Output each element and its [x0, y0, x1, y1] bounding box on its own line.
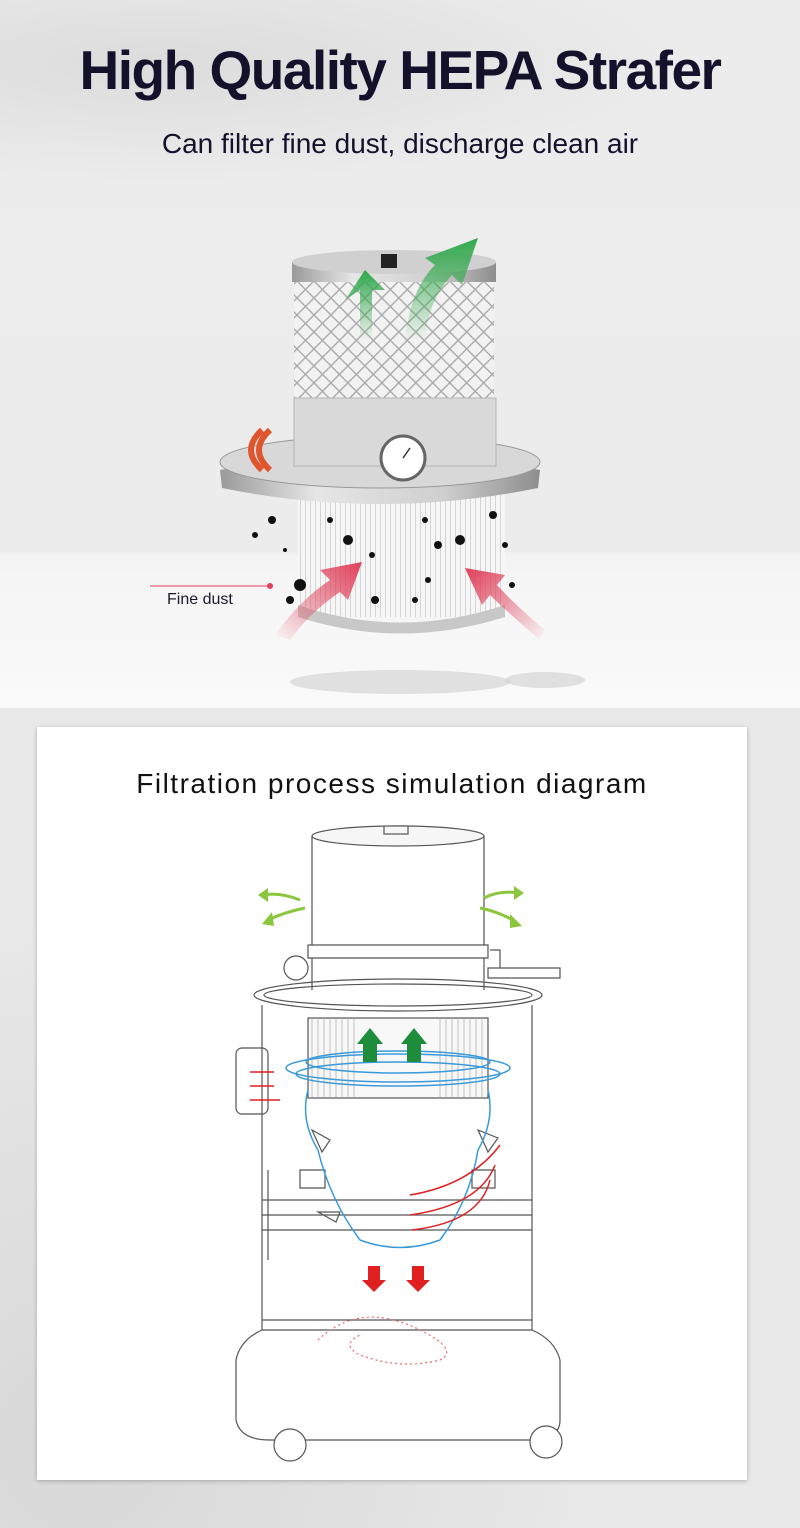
dust-inflow-arrow: [465, 568, 545, 640]
top-knob: [381, 254, 397, 268]
diagram-card: Filtration process simulation diagram: [37, 727, 747, 1480]
product-photo: Fine dust: [0, 206, 800, 708]
exhaust-arrows: [261, 890, 519, 924]
airflow-path: [285, 1050, 511, 1249]
page-title: High Quality HEPA Strafer: [79, 39, 722, 101]
header-section: High Quality HEPA Strafer Can filter fin…: [0, 0, 800, 206]
vacuum-filtration-diagram: [235, 825, 563, 1462]
clean-air-up-arrows: [357, 1028, 427, 1062]
clean-air-arrow: [345, 270, 385, 340]
dust-down-arrow: [362, 1266, 386, 1292]
diagram-title: Filtration process simulation diagram: [136, 768, 648, 799]
dust-down-arrow: [406, 1266, 430, 1292]
dust-particles: [252, 511, 515, 604]
diagram-section: Filtration process simulation diagram: [0, 708, 800, 1528]
settled-dust-swirl: [317, 1316, 448, 1365]
hose: [248, 427, 273, 473]
fine-dust-label: Fine dust: [167, 591, 233, 608]
hepa-filter-illustration: [150, 238, 585, 694]
intake-arrows: [250, 1071, 501, 1231]
clean-air-arrow: [405, 238, 478, 340]
page-subtitle: Can filter fine dust, discharge clean ai…: [161, 128, 639, 159]
dust-inflow-arrow: [275, 562, 362, 640]
upper-filter-mesh: [294, 280, 494, 400]
